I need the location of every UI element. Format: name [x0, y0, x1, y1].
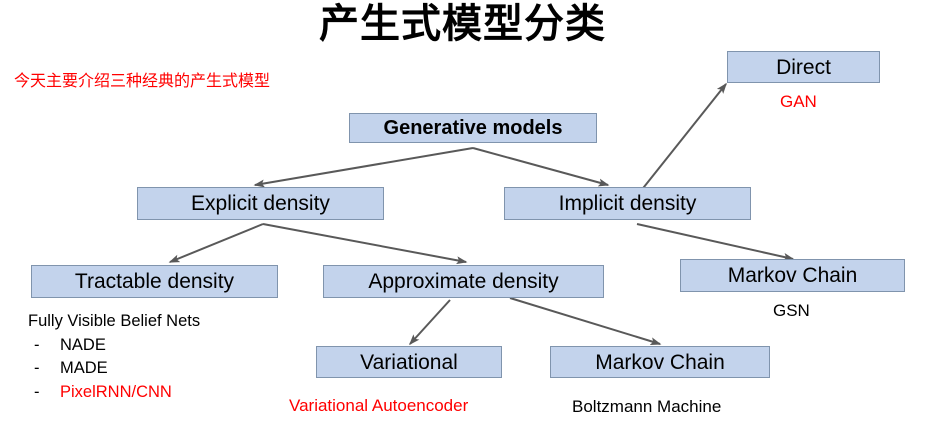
- node-tractable-density[interactable]: Tractable density: [31, 265, 278, 298]
- node-implicit-density-label: Implicit density: [558, 192, 697, 215]
- list-item: - NADE: [28, 335, 200, 354]
- node-explicit-density[interactable]: Explicit density: [137, 187, 384, 220]
- node-implicit-density[interactable]: Implicit density: [504, 187, 751, 220]
- arrow-approximate-to-variational: [408, 299, 451, 346]
- arrow-approximate-to-markov: [509, 297, 662, 346]
- tractable-density-details: Fully Visible Belief Nets - NADE - MADE …: [28, 313, 200, 407]
- caption-variational-autoencoder: Variational Autoencoder: [289, 396, 469, 415]
- caption-gsn: GSN: [773, 301, 810, 320]
- list-bullet-dash: -: [34, 382, 40, 401]
- node-tractable-density-label: Tractable density: [74, 270, 235, 293]
- arrow-implicit-to-direct: [639, 82, 727, 193]
- list-bullet-dash: -: [34, 359, 40, 377]
- node-markov-chain-implicit-label: Markov Chain: [727, 264, 858, 287]
- node-markov-chain-approximate-label: Markov Chain: [595, 350, 725, 374]
- list-item-label: NADE: [60, 335, 106, 354]
- node-markov-chain-implicit[interactable]: Markov Chain: [680, 259, 905, 292]
- node-approximate-density[interactable]: Approximate density: [323, 265, 604, 298]
- node-generative-models-label: Generative models: [383, 117, 563, 139]
- arrow-implicit-to-markov: [636, 223, 795, 261]
- node-direct-label: Direct: [776, 55, 831, 79]
- node-direct[interactable]: Direct: [727, 51, 880, 83]
- arrow-root-to-explicit: [253, 147, 474, 188]
- list-heading: Fully Visible Belief Nets: [28, 312, 201, 330]
- node-generative-models[interactable]: Generative models: [349, 113, 597, 143]
- list-item-label: MADE: [60, 359, 108, 377]
- arrow-root-to-implicit: [472, 147, 610, 187]
- arrow-explicit-to-approximate: [262, 223, 468, 265]
- page-title: 产生式模型分类: [319, 2, 606, 46]
- node-approximate-density-label: Approximate density: [368, 270, 559, 293]
- subtitle-note: 今天主要介绍三种经典的产生式模型: [14, 73, 271, 90]
- list-item: - MADE: [28, 360, 200, 377]
- list-item-label: PixelRNN/CNN: [60, 382, 172, 401]
- node-explicit-density-label: Explicit density: [191, 192, 330, 215]
- list-bullet-dash: -: [34, 335, 40, 354]
- node-markov-chain-approximate[interactable]: Markov Chain: [550, 346, 770, 378]
- caption-gan: GAN: [780, 92, 817, 111]
- caption-boltzmann-machine: Boltzmann Machine: [572, 397, 722, 416]
- arrow-explicit-to-tractable: [168, 223, 264, 263]
- node-variational-label: Variational: [360, 350, 458, 374]
- node-variational[interactable]: Variational: [316, 346, 502, 378]
- list-item: - PixelRNN/CNN: [28, 382, 200, 401]
